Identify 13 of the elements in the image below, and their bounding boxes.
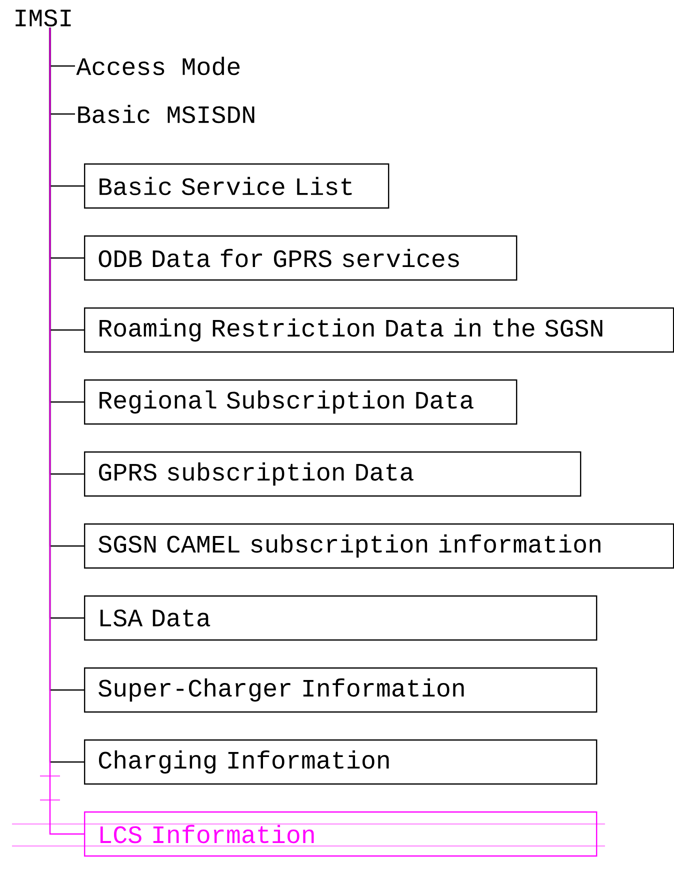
- data-box: SGSN CAMEL subscription information: [84, 523, 674, 569]
- data-box: Regional Subscription Data: [84, 379, 518, 425]
- data-box: ODB Data for GPRS services: [84, 235, 518, 281]
- tree-label: Access Mode: [76, 56, 240, 76]
- data-box: Roaming Restriction Data in the SGSN: [84, 307, 674, 353]
- data-box: LCS Information: [84, 811, 598, 857]
- data-box: LSA Data: [84, 595, 598, 641]
- data-box: Charging Information: [84, 739, 598, 785]
- tree-label: IMSI: [16, 10, 71, 26]
- data-box: GPRS subscription Data: [84, 451, 582, 497]
- data-box: Basic Service List: [84, 163, 390, 209]
- data-box: Super-Charger Information: [84, 667, 598, 713]
- tree-label: Basic MSISDN: [78, 104, 254, 124]
